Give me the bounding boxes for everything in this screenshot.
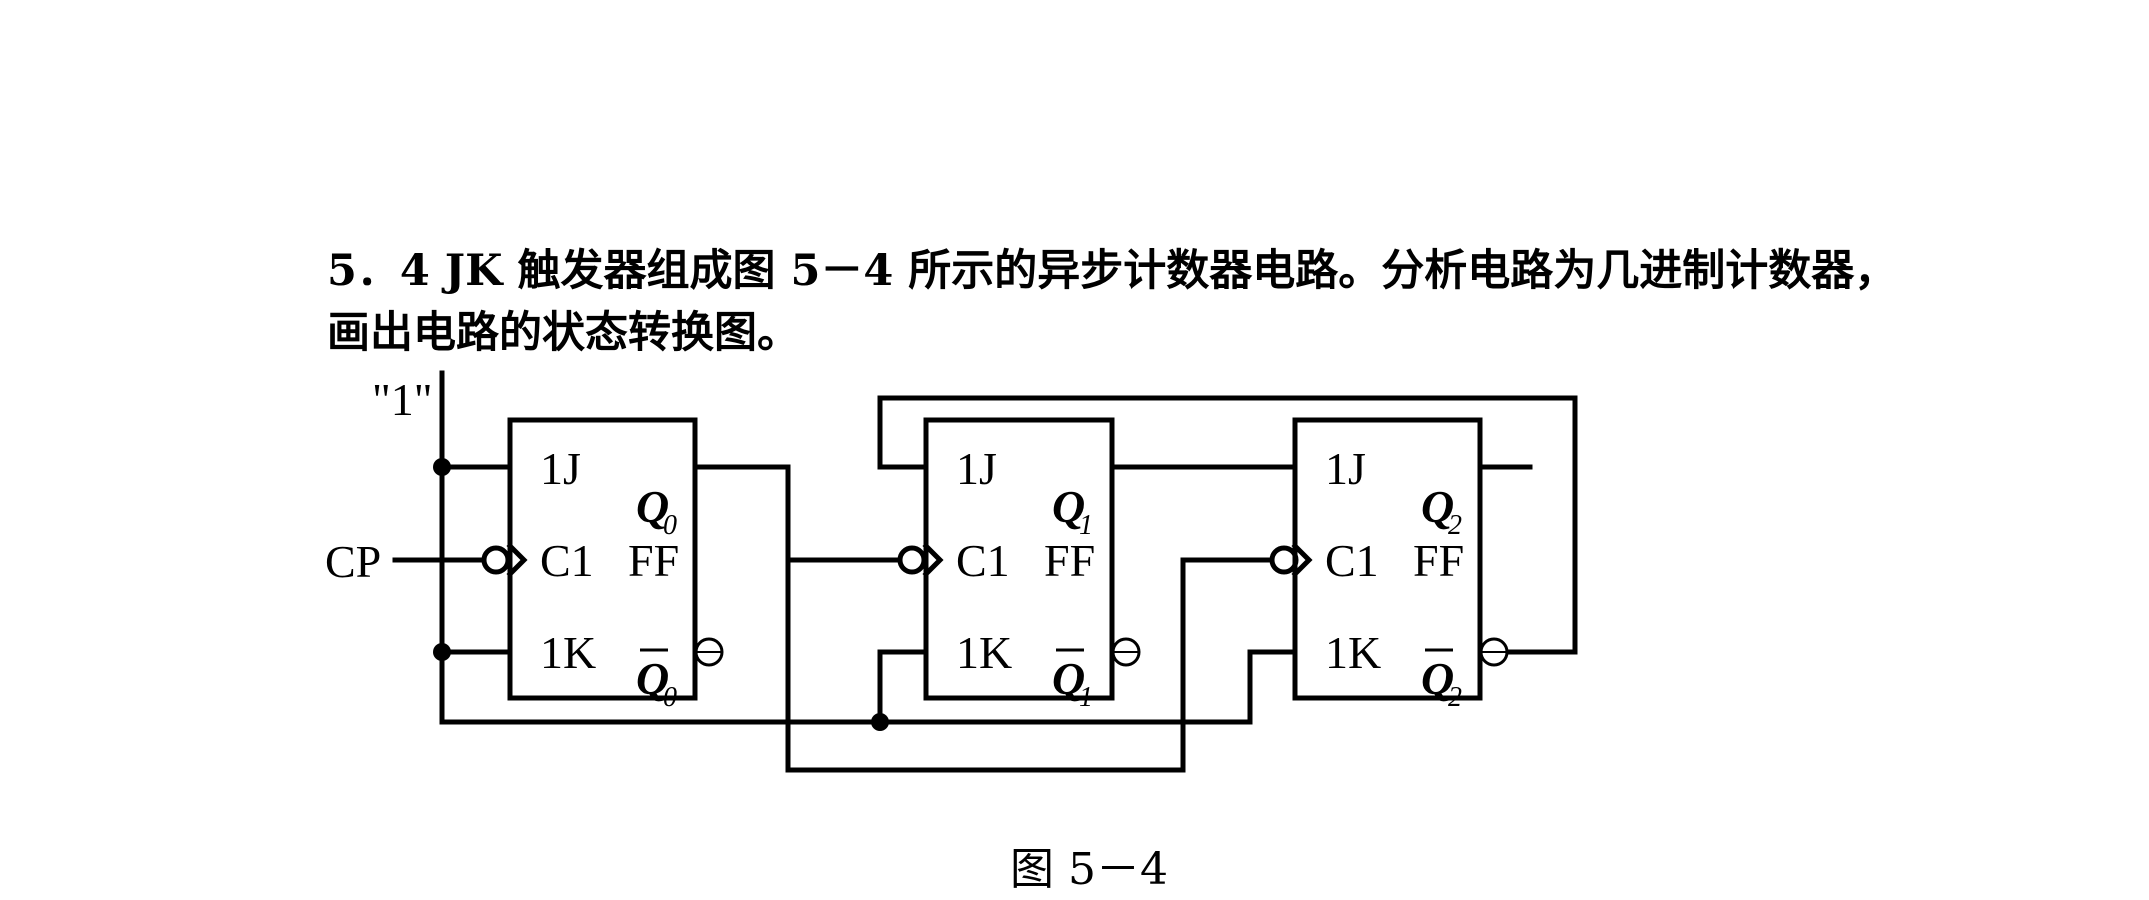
ff0-qbar-label: Q: [636, 653, 669, 704]
ff2-q-label: Q: [1421, 481, 1454, 532]
ff0-type-label: FF: [628, 535, 679, 586]
logic-one-rail: [439, 370, 1298, 725]
figure-caption: 图 5－4: [1010, 844, 1168, 895]
ff1-qbar-label: Q: [1052, 653, 1085, 704]
ff1-k-wire: [877, 649, 929, 725]
ff2-qbar-label: Q: [1421, 653, 1454, 704]
problem-line-1: 5．4 JK 触发器组成图 5－4 所示的异步计数器电路。分析电路为几进制计数器…: [327, 246, 1898, 296]
ff0-q-subscript: 0: [663, 510, 677, 541]
ff1-q-label: Q: [1052, 481, 1085, 532]
ff1-k-label: 1K: [956, 627, 1012, 678]
ff2-clock-bubble: [1269, 545, 1299, 575]
ff0-qbar-subscript: 0: [663, 682, 677, 713]
ff1-c-label: C1: [956, 535, 1010, 586]
ff0-qbar-bubble: [694, 637, 724, 667]
ff2-j-label: 1J: [1325, 443, 1366, 494]
ff2-type-label: FF: [1413, 535, 1464, 586]
ff1-qbar-subscript: 1: [1079, 682, 1093, 713]
q0-wire: [692, 464, 1275, 773]
problem-statement: 5．4 JK 触发器组成图 5－4 所示的异步计数器电路。分析电路为几进制计数器…: [327, 240, 2117, 364]
ff2-labels: 1J C1 1K FF Q 2 Q 2: [1325, 443, 1464, 713]
ff0-j-label: 1J: [540, 443, 581, 494]
ff1-qbar-bubble: [1111, 637, 1141, 667]
ff1-q-subscript: 1: [1079, 510, 1093, 541]
ff0-q-label: Q: [636, 481, 669, 532]
ff1-type-label: FF: [1044, 535, 1095, 586]
feedback-wire: [877, 395, 1578, 655]
logic-one-label: "1": [372, 374, 433, 425]
ff0-c-label: C1: [540, 535, 594, 586]
ff1-j-label: 1J: [956, 443, 997, 494]
ff2-k-label: 1K: [1325, 627, 1381, 678]
cp-label: CP: [325, 536, 381, 587]
ff1-labels: 1J C1 1K FF Q 1 Q 1: [956, 443, 1095, 713]
ff0-clock-bubble: [481, 545, 511, 575]
ff0-k-label: 1K: [540, 627, 596, 678]
ff2-c-label: C1: [1325, 535, 1379, 586]
ff2-q-subscript: 2: [1448, 510, 1462, 541]
ff2-qbar-bubble: [1479, 637, 1509, 667]
junction-dot: [871, 713, 889, 731]
problem-line-2: 画出电路的状态转换图。: [327, 308, 800, 358]
ff1-clock-bubble: [897, 545, 927, 575]
junction-dot: [433, 643, 451, 661]
junction-dot: [433, 458, 451, 476]
ff0-labels: 1J C1 1K FF Q 0 Q 0: [540, 443, 679, 713]
ff2-qbar-subscript: 2: [1448, 682, 1462, 713]
